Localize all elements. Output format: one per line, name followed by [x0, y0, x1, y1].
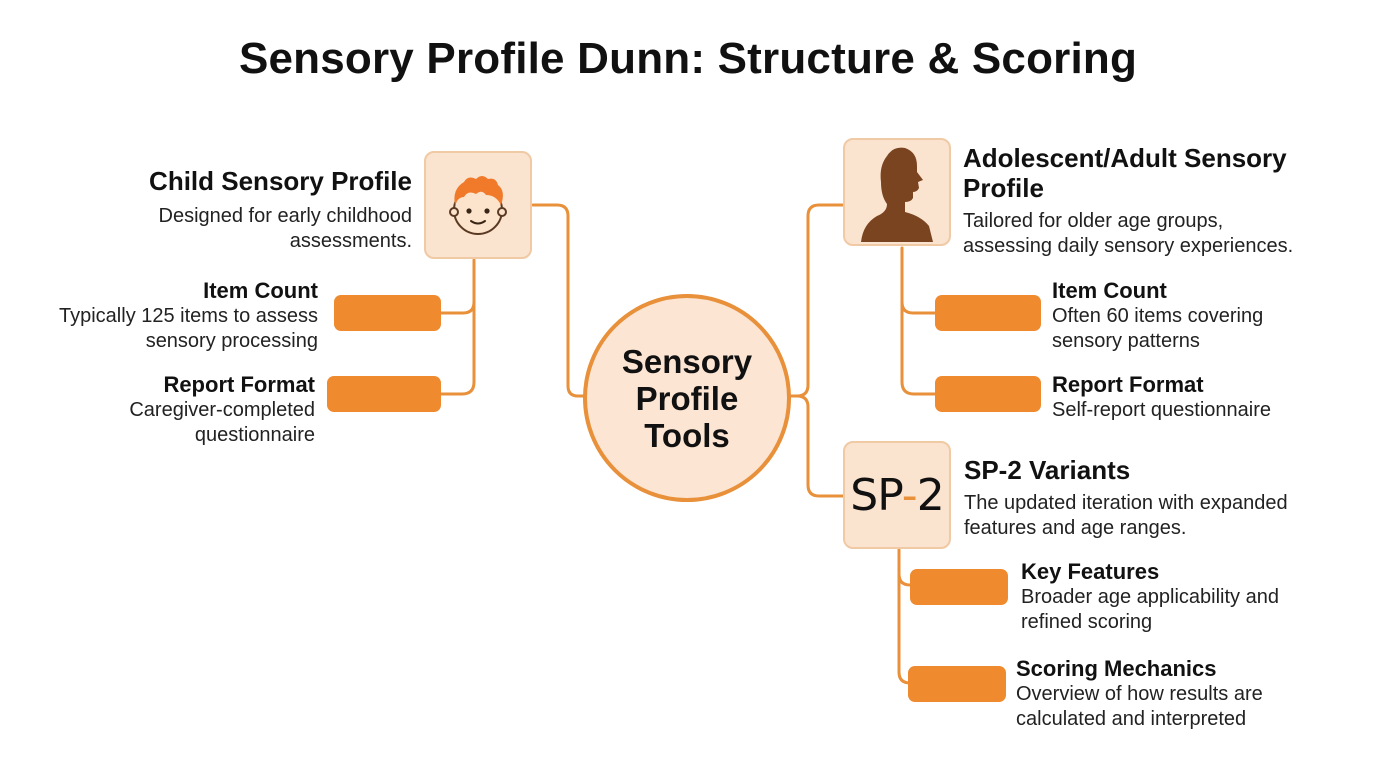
connector-adult-report-format: [900, 298, 938, 396]
child-item-count-desc-2: sensory processing: [145, 330, 318, 352]
adult-report-format-desc-1: Self-report questionnaire: [1052, 399, 1272, 421]
connector-child-item-count: [439, 258, 476, 315]
child-desc-line-1: Designed for early childhood: [158, 205, 413, 227]
adult-icon-box: [843, 138, 951, 246]
sp2-title: SP-2 Variants: [964, 455, 1131, 485]
sp2-key-features-desc-2: refined scoring: [1021, 611, 1153, 633]
child-node[interactable]: Child Sensory Profile Designed for early…: [149, 166, 412, 254]
child-face-icon: [449, 176, 507, 235]
child-item-count: Item Count Typically 125 items to assess…: [59, 278, 318, 354]
child-desc-line-2: assessments.: [289, 230, 412, 252]
sp2-scoring-bar[interactable]: [908, 666, 1006, 702]
adult-title-line-1: Adolescent/Adult Sensory: [963, 143, 1287, 173]
adult-desc-line-1: Tailored for older age groups,: [963, 210, 1224, 232]
child-report-format: Report Format Caregiver-completed questi…: [129, 372, 315, 448]
sp2-node[interactable]: SP-2 Variants The updated iteration with…: [964, 455, 1288, 541]
sp2-icon-box: SP-2: [843, 441, 951, 549]
adult-desc-line-2: assessing daily sensory experiences.: [963, 235, 1294, 257]
adult-report-format-title: Report Format: [1052, 372, 1204, 397]
connector-center-sp2: [788, 394, 845, 498]
adult-item-count-desc-1: Often 60 items covering: [1052, 305, 1264, 327]
adult-node[interactable]: Adolescent/Adult Sensory Profile Tailore…: [963, 143, 1293, 259]
adult-report-format: Report Format Self-report questionnaire: [1052, 372, 1271, 423]
central-node[interactable]: Sensory Profile Tools: [583, 294, 791, 502]
sp2-logo-part-1: SP: [850, 469, 902, 521]
sp2-desc-line-1: The updated iteration with expanded: [964, 492, 1288, 514]
child-report-format-desc-2: questionnaire: [194, 424, 315, 446]
person-silhouette-icon: [861, 147, 933, 242]
child-item-count-title: Item Count: [203, 278, 318, 303]
sp2-logo-part-2: 2: [916, 469, 945, 521]
child-report-format-title: Report Format: [163, 372, 315, 397]
connector-center-child: [531, 203, 588, 398]
adult-item-count: Item Count Often 60 items covering senso…: [1052, 278, 1263, 354]
sp2-key-features-desc-1: Broader age applicability and: [1021, 586, 1279, 608]
connector-child-report-format: [439, 298, 476, 396]
child-item-count-desc-1: Typically 125 items to assess: [59, 305, 318, 327]
adult-item-count-desc-2: sensory patterns: [1052, 330, 1200, 352]
central-node-line-3: Tools: [644, 416, 730, 454]
sp2-scoring-desc-1: Overview of how results are: [1016, 683, 1263, 705]
sp2-key-features-bar[interactable]: [910, 569, 1008, 605]
child-report-format-desc-1: Caregiver-completed: [129, 399, 315, 421]
central-node-line-1: Sensory: [621, 342, 753, 380]
child-item-count-bar[interactable]: [334, 295, 441, 331]
sp2-key-features-title: Key Features: [1021, 559, 1160, 584]
sp2-logo-dash: -: [901, 469, 918, 521]
adult-report-format-bar[interactable]: [935, 376, 1041, 412]
child-title: Child Sensory Profile: [149, 166, 412, 196]
sp2-key-features: Key Features Broader age applicability a…: [1021, 559, 1279, 635]
sp2-scoring-mechanics: Scoring Mechanics Overview of how result…: [1016, 656, 1263, 732]
page-title: Sensory Profile Dunn: Structure & Scorin…: [238, 34, 1138, 83]
sp2-desc-line-2: features and age ranges.: [964, 517, 1187, 539]
central-node-line-2: Profile: [635, 379, 739, 417]
sp2-scoring-desc-2: calculated and interpreted: [1016, 708, 1247, 730]
adult-item-count-title: Item Count: [1052, 278, 1167, 303]
child-report-format-bar[interactable]: [327, 376, 441, 412]
sp2-logo: SP-2: [850, 469, 945, 521]
connector-center-adult: [788, 203, 845, 398]
sp2-scoring-title: Scoring Mechanics: [1016, 656, 1217, 681]
adult-title-line-2: Profile: [963, 173, 1044, 203]
adult-item-count-bar[interactable]: [935, 295, 1041, 331]
connector-adult-item-count: [900, 246, 938, 315]
child-icon-box: [424, 151, 532, 259]
